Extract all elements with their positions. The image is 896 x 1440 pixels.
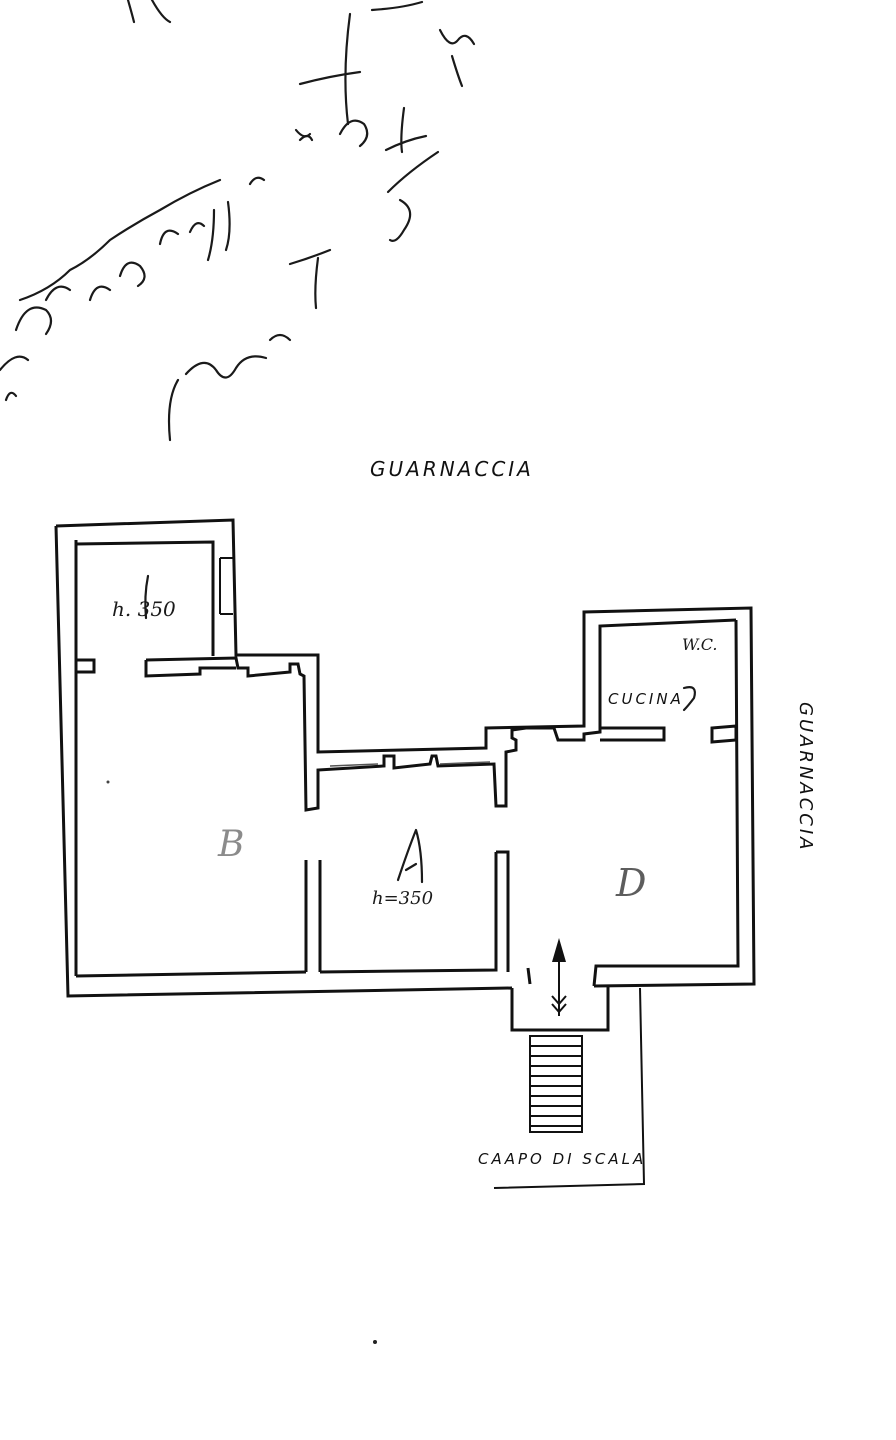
room-height-center: h=350	[372, 888, 433, 909]
street-label-right: GUARNACCIA	[795, 702, 816, 852]
room-mark-right: D	[615, 861, 646, 905]
room-height-left: h. 350	[112, 597, 176, 621]
room-center-mark	[396, 828, 424, 884]
room-mark-left: B	[217, 824, 244, 865]
room-height-left-mark	[144, 574, 150, 620]
speck	[106, 780, 110, 784]
entrance-arrow	[551, 938, 567, 1016]
internal-walls	[76, 557, 738, 972]
entrance-landing	[493, 986, 646, 1189]
speck	[373, 1340, 377, 1344]
kitchen-mark	[682, 686, 696, 712]
street-label-top: GUARNACCIA	[370, 457, 534, 481]
stair-label: CAAPO DI SCALA	[478, 1150, 646, 1168]
handwritten-note	[0, 0, 476, 442]
wc-label: W.C.	[682, 635, 718, 654]
staircase	[529, 1035, 583, 1133]
outer-walls	[54, 518, 756, 998]
kitchen-label: CUCINA	[608, 690, 684, 708]
